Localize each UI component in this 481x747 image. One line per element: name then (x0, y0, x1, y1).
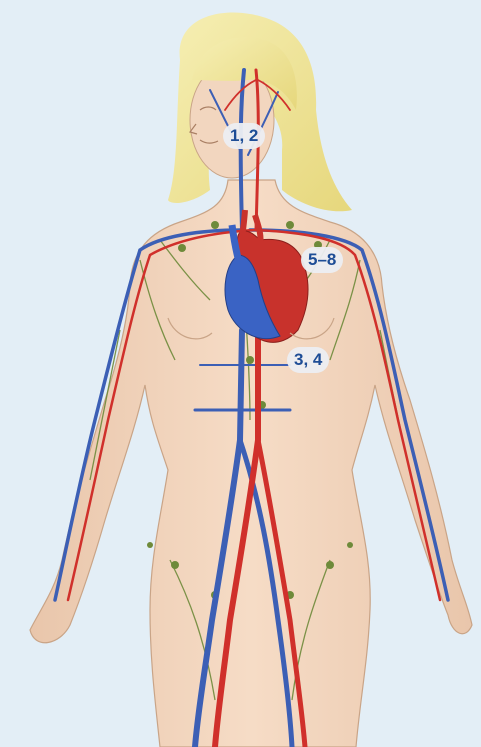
label-3-4: 3, 4 (287, 347, 329, 373)
label-5-8: 5–8 (301, 247, 343, 273)
label-1-2: 1, 2 (223, 123, 265, 149)
